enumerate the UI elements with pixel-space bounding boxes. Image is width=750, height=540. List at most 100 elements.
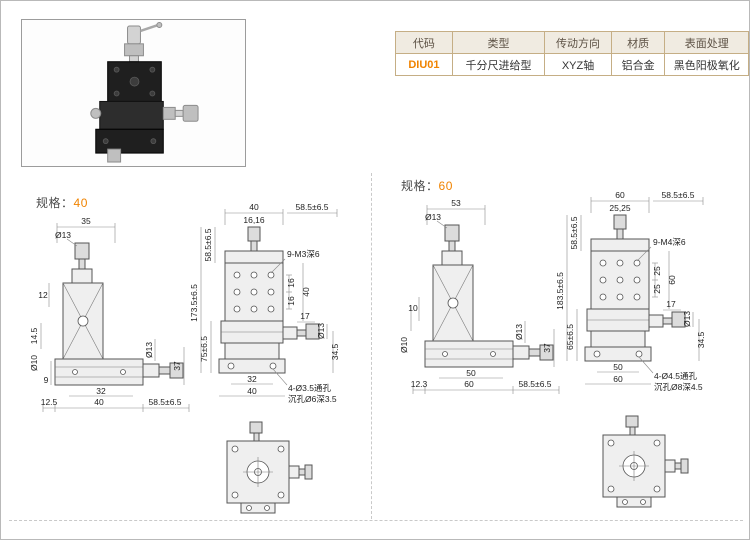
base-tab-top xyxy=(616,496,652,508)
dim-bottom-width: 60 xyxy=(613,374,623,384)
base-plate xyxy=(584,346,652,362)
dim-bottom-width: 40 xyxy=(247,386,257,396)
dim-right-spacing-a: 16 xyxy=(286,278,296,288)
stage-body-top xyxy=(226,440,290,504)
y-stage xyxy=(220,320,284,344)
dim-left-base: 9 xyxy=(44,375,49,385)
spec60-side-view: 60 25,25 58.5±6.5 58.5±6.5 183.5±6.5 65±… xyxy=(557,191,706,392)
spec40-heading-value: 40 xyxy=(73,196,88,210)
dim-left-dia: Ø10 xyxy=(29,355,39,371)
top-plate xyxy=(590,238,650,252)
dim-right-spacing-b: 16 xyxy=(286,296,296,306)
z-micrometer xyxy=(71,242,93,284)
dim-total-height: 183.5±6.5 xyxy=(557,272,565,310)
dim-right-height: 37 xyxy=(172,361,182,371)
header-code: 代码 xyxy=(395,31,453,54)
header-material: 材质 xyxy=(610,31,666,54)
header-type: 类型 xyxy=(451,31,546,54)
y-micrometer xyxy=(282,323,320,340)
dim-top-dia: Ø13 xyxy=(425,212,441,222)
dim-bottom-travel: 58.5±6.5 xyxy=(148,397,181,407)
dim-right-dia: Ø13 xyxy=(144,342,154,358)
dim-bottom-holes: 50 xyxy=(466,368,476,378)
cell-type: 千分尺进给型 xyxy=(451,53,546,76)
y-micrometer xyxy=(648,311,686,328)
dimension-lines xyxy=(566,197,704,385)
dim-left-travel: 58.5±6.5 xyxy=(569,216,579,249)
table-platform xyxy=(224,262,284,322)
z-column xyxy=(62,282,104,360)
header-drive-direction: 传动方向 xyxy=(544,31,612,54)
spec40-top-view xyxy=(226,421,313,514)
dim-left-travel: 58.5±6.5 xyxy=(203,228,213,261)
product-photo xyxy=(90,21,199,163)
dim-top-spacing: 25,25 xyxy=(609,203,631,213)
z-micrometer-top xyxy=(625,415,639,436)
cell-material: 铝合金 xyxy=(610,53,666,76)
dim-bottom-offset: 12.5 xyxy=(41,397,58,407)
dashed-bottom-divider xyxy=(9,520,743,521)
dimension-lines xyxy=(200,209,338,397)
dim-top-width: 53 xyxy=(451,198,461,208)
spec60-heading-label: 规格： xyxy=(401,179,439,193)
cell-surface-finish: 黑色阳极氧化 xyxy=(664,53,749,76)
header-surface-finish: 表面处理 xyxy=(664,31,749,54)
dim-bottom-travel: 58.5±6.5 xyxy=(518,379,551,389)
z-micrometer-top xyxy=(249,421,263,442)
x-stage xyxy=(224,342,280,360)
spec60-heading-value: 60 xyxy=(438,179,453,193)
dim-bottom-holes: 50 xyxy=(613,362,623,372)
dim-mic-height: 34.5 xyxy=(330,343,340,360)
dim-top-width: 60 xyxy=(615,191,625,200)
dim-top-travel: 58.5±6.5 xyxy=(295,203,328,212)
product-spec-table: 代码 类型 传动方向 材质 表面处理 DIU01 千分尺进给型 XYZ轴 铝合金… xyxy=(395,31,749,76)
top-plate xyxy=(224,250,284,264)
dim-top-width: 40 xyxy=(249,203,259,212)
hole-note-1: 4-Ø4.5通孔 xyxy=(654,371,697,381)
dim-top-width: 35 xyxy=(81,216,91,226)
dim-top-travel: 58.5±6.5 xyxy=(661,191,694,200)
photo-top-stage xyxy=(107,61,162,102)
cell-drive-direction: XYZ轴 xyxy=(544,53,612,76)
dim-right-spacing-a: 25 xyxy=(652,266,662,276)
cell-code: DIU01 xyxy=(395,53,453,76)
base-stage xyxy=(54,358,144,386)
dim-right-width: 60 xyxy=(667,275,677,285)
dim-mic-height: 34.5 xyxy=(696,331,706,348)
dim-right-spacing-b: 25 xyxy=(652,284,662,294)
x-micrometer xyxy=(142,362,184,379)
base-plate xyxy=(218,358,286,374)
hole-note-1: 4-Ø3.5通孔 xyxy=(288,383,331,393)
dim-bottom-width: 60 xyxy=(464,379,474,389)
photo-base-stage xyxy=(95,128,164,163)
z-column xyxy=(432,264,474,342)
spec60-top-view xyxy=(602,415,689,508)
base-stage xyxy=(424,340,514,368)
spec40-front-view: 35 Ø13 12 14.5 Ø10 9 32 12.5 40 58.5±6.5… xyxy=(29,216,190,412)
dim-mic-dia: Ø13 xyxy=(682,311,692,327)
dim-bottom-width: 40 xyxy=(94,397,104,407)
dim-top-dia: Ø13 xyxy=(55,230,71,240)
thread-note: 9-M4深6 xyxy=(653,237,686,247)
dim-right-dia: Ø13 xyxy=(514,324,524,340)
table-row: DIU01 千分尺进给型 XYZ轴 铝合金 黑色阳极氧化 xyxy=(395,53,749,76)
z-micrometer xyxy=(441,224,463,266)
spec60-heading: 规格：60 xyxy=(401,177,453,194)
dim-bottom-holes: 32 xyxy=(247,374,257,384)
spec40-heading: 规格：40 xyxy=(36,194,88,211)
photo-z-micrometer xyxy=(124,21,163,63)
dim-bottom-holes: 32 xyxy=(96,386,106,396)
base-tab-top xyxy=(240,502,276,514)
dim-mic-length: 17 xyxy=(666,299,676,309)
table-platform xyxy=(590,250,650,310)
stage-body-top xyxy=(602,434,666,498)
dim-mic-dia: Ø13 xyxy=(316,323,326,339)
dimension-lines xyxy=(40,223,190,412)
dim-left-mid: 14.5 xyxy=(29,327,39,344)
hole-note-2: 沉孔Ø8深4.5 xyxy=(654,382,703,392)
dim-total-height: 173.5±6.5 xyxy=(191,284,199,322)
spec40-side-view: 40 16,16 58.5±6.5 58.5±6.5 173.5±6.5 75±… xyxy=(191,203,340,404)
dim-right-width: 40 xyxy=(301,287,311,297)
x-micrometer xyxy=(512,344,554,361)
